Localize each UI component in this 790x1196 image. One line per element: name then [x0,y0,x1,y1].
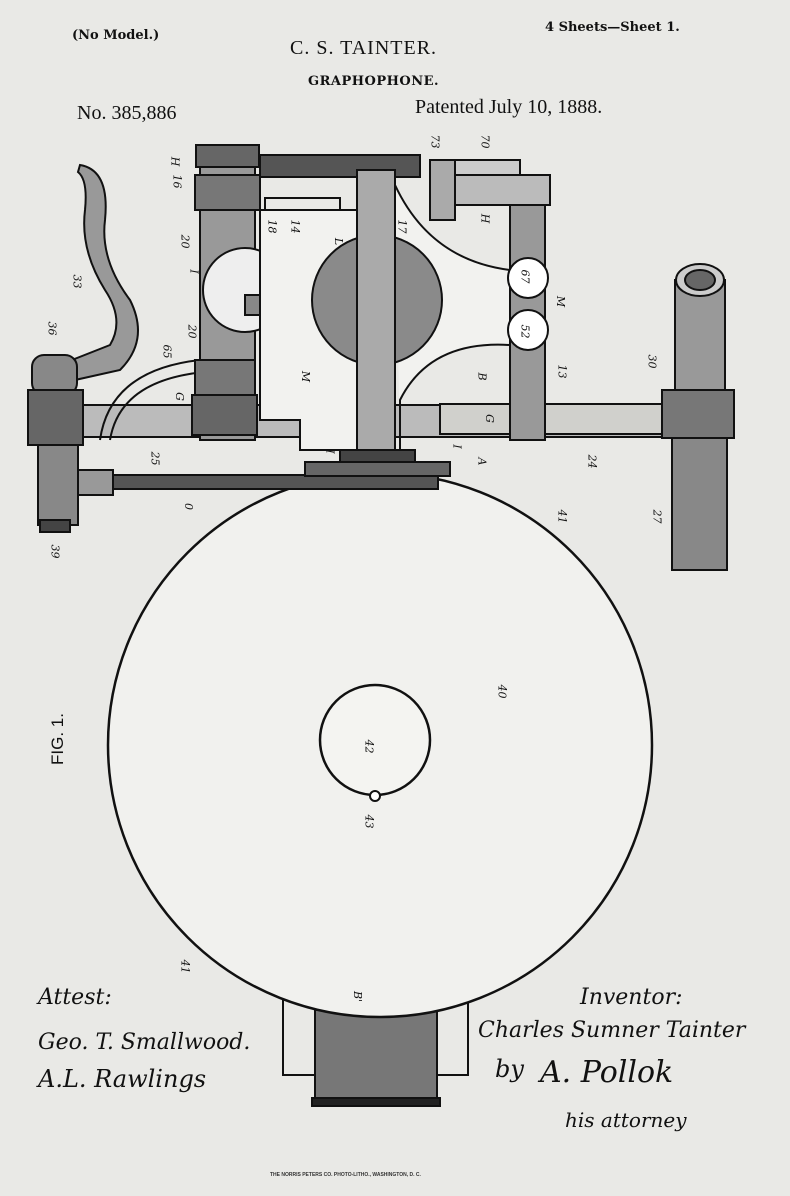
ref-label: G [482,414,496,423]
ref-label: H [168,156,182,167]
ref-label: 30 [645,354,659,369]
ref-label: 40 [495,684,509,699]
ref-label: 18 [265,219,279,234]
ref-label: 41 [555,509,569,524]
ref-label: I [450,444,464,449]
witness-signature: Geo. T. Smallwood. [38,1030,251,1055]
ref-label: G [172,392,186,401]
ref-label: I [323,449,337,454]
ref-label: 20 [185,324,199,339]
ref-label: 17 [395,219,409,234]
ref-label: 39 [48,544,62,559]
pin-43 [369,790,381,802]
tube-33 [70,163,139,382]
tube-30 [674,279,726,396]
ref-label: B [475,372,489,381]
ref-label: 42 [362,739,376,754]
patent-title: GRAPHOPHONE. [308,74,440,89]
ref-label: 33 [70,274,84,289]
central-shaft [356,169,396,456]
ref-label: A [475,457,489,466]
ref-label: 16 [170,174,184,189]
printer-credit: THE NORRIS PETERS CO. PHOTO-LITHO., WASH… [270,1172,421,1178]
no-model-note: (No Model.) [72,28,160,43]
ref-label: H [478,213,492,224]
ref-label: M [299,370,313,383]
ref-label: 70 [478,134,492,149]
ref-label: 14 [288,219,302,234]
attorney-role: his attorney [565,1108,687,1132]
ref-label: 25 [148,451,162,466]
ref-label: 67 [518,269,532,284]
ref-label: M [554,295,568,308]
attorney-signature: A. Pollok [540,1055,674,1090]
ref-label: 36 [45,321,59,336]
sheet-number: 4 Sheets—Sheet 1. [545,20,680,35]
inventor-label: Inventor: [580,985,683,1010]
ref-label: 65 [160,344,174,359]
ref-label: 43 [362,814,376,829]
rod-o [77,474,439,490]
attest-label: Attest: [38,985,112,1010]
tube-27 [671,429,728,571]
ref-label: L [332,237,346,246]
bottom-pillar [314,1009,438,1106]
patent-date: Patented July 10, 1888. [415,96,603,118]
patent-number: No. 385,886 [77,102,177,124]
ref-label: I [187,269,201,274]
ref-label: 13 [555,364,569,379]
ref-label: 52 [518,324,532,339]
figure-label: FIG. 1. [48,713,67,765]
ref-label: 41 [178,959,192,974]
ref-label: 73 [428,134,442,149]
ref-label: 0 [182,503,195,510]
inventor-signature: Charles Sumner Tainter [478,1018,746,1043]
inventor-name: C. S. TAINTER. [290,37,438,59]
ref-label: 24 [585,454,599,469]
by-label: by [495,1055,524,1083]
ref-label: 27 [650,509,664,524]
ref-label: B' [351,990,365,1003]
ref-label: 20 [178,234,192,249]
witness-signature: A.L. Rawlings [38,1065,207,1093]
